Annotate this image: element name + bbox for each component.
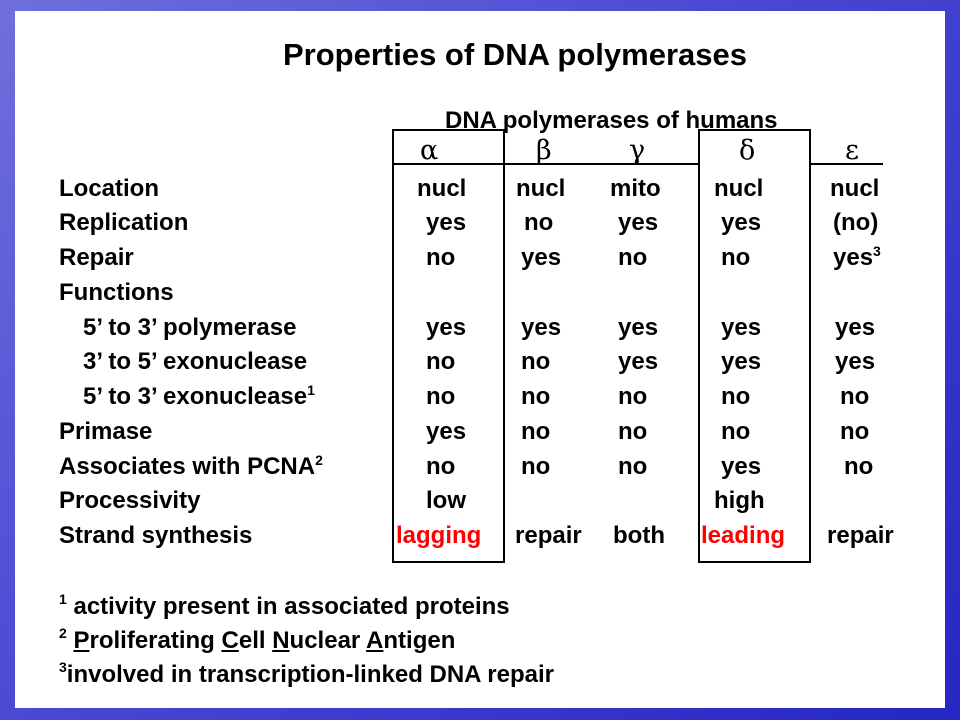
cell: no <box>618 383 648 410</box>
cell: no <box>721 383 751 410</box>
footnote-2: 2 Proliferating Cell Nuclear Antigen <box>59 625 456 655</box>
row-label-processivity: Processivity <box>59 487 201 514</box>
row-label-exonuclease-5to3: 5’ to 3’ exonuclease1 <box>83 382 315 410</box>
row-label-functions: Functions <box>59 279 174 306</box>
footnote-text: ntigen <box>383 627 456 654</box>
footnote-3: 3involved in transcription-linked DNA re… <box>59 659 554 689</box>
cell: yes <box>618 209 659 236</box>
cell: yes <box>618 314 659 341</box>
superscript: 2 <box>315 452 323 468</box>
row-label-primase: Primase <box>59 418 153 445</box>
cell-lagging: lagging <box>396 522 482 549</box>
cell: yes <box>426 209 467 236</box>
cell: no <box>721 418 751 445</box>
row-label-replication: Replication <box>59 209 189 236</box>
footnote-text: activity present in associated proteins <box>66 593 510 620</box>
header-rule-left <box>392 163 505 165</box>
footnote-mark: 2 <box>59 625 67 641</box>
cell: no <box>618 418 648 445</box>
cell: yes <box>721 314 762 341</box>
slide-title: Properties of DNA polymerases <box>282 37 747 72</box>
cell: no <box>426 453 456 480</box>
cell: nucl <box>830 175 880 202</box>
cell: no <box>426 348 456 375</box>
cell: yes <box>426 418 467 445</box>
footnote-text: uclear <box>289 627 367 654</box>
cell: yes <box>521 314 562 341</box>
footnote-underlined-letter: A <box>366 627 384 654</box>
alpha-column-box <box>392 129 505 563</box>
cell: nucl <box>714 175 764 202</box>
cell: yes <box>721 209 762 236</box>
column-header-delta: δ <box>739 135 756 166</box>
cell: no <box>618 244 648 271</box>
header-rule-mid <box>505 163 698 165</box>
row-label-strand-synthesis: Strand synthesis <box>59 522 253 549</box>
footnote-underlined-letter: P <box>73 627 90 654</box>
cell: no <box>524 209 554 236</box>
row-label-polymerase: 5’ to 3’ polymerase <box>83 314 297 341</box>
cell-leading: leading <box>701 522 786 549</box>
row-label-location: Location <box>59 175 159 202</box>
cell-text: yes <box>833 244 874 271</box>
row-label-text: Associates with PCNA <box>59 453 316 480</box>
cell: mito <box>610 175 661 202</box>
cell: no <box>618 453 648 480</box>
cell: yes <box>721 453 762 480</box>
cell: both <box>613 522 665 549</box>
footnote-underlined-letter: C <box>221 627 239 654</box>
footnote-underlined-letter: N <box>272 627 290 654</box>
cell: no <box>521 453 551 480</box>
cell: no <box>840 383 870 410</box>
footnote-1: 1 activity present in associated protein… <box>59 591 510 621</box>
superscript: 3 <box>873 243 881 259</box>
row-label-text: 5’ to 3’ exonuclease <box>83 383 308 410</box>
footnote-text: roliferating <box>89 627 222 654</box>
cell: repair <box>827 522 894 549</box>
cell: repair <box>515 522 582 549</box>
cell: yes <box>835 314 876 341</box>
column-header-beta: β <box>536 135 552 166</box>
cell: no <box>521 383 551 410</box>
cell: yes <box>426 314 467 341</box>
cell: nucl <box>417 175 467 202</box>
column-header-epsilon: ε <box>845 135 859 166</box>
cell: yes <box>835 348 876 375</box>
cell: no <box>840 418 870 445</box>
cell: (no) <box>833 209 879 236</box>
header-rule-right <box>811 163 883 165</box>
footnote-text: ell <box>238 627 273 654</box>
cell: nucl <box>516 175 566 202</box>
cell: no <box>426 383 456 410</box>
delta-column-box <box>698 129 811 563</box>
cell: no <box>721 244 751 271</box>
row-label-pcna: Associates with PCNA2 <box>59 452 323 480</box>
row-label-exonuclease-3to5: 3’ to 5’ exonuclease <box>83 348 308 375</box>
cell-repair-epsilon: yes3 <box>833 243 881 271</box>
row-label-repair: Repair <box>59 244 134 271</box>
cell: low <box>426 487 466 514</box>
footnote-text: involved in transcription-linked DNA rep… <box>66 661 554 688</box>
footnote-mark: 1 <box>59 591 67 607</box>
cell: no <box>521 348 551 375</box>
superscript: 1 <box>307 382 315 398</box>
cell: no <box>521 418 551 445</box>
column-header-gamma: γ <box>629 135 646 166</box>
cell: no <box>426 244 456 271</box>
column-header-alpha: α <box>420 135 439 166</box>
cell: yes <box>618 348 659 375</box>
cell: high <box>714 487 765 514</box>
slide: Properties of DNA polymerases DNA polyme… <box>15 11 945 708</box>
cell: yes <box>721 348 762 375</box>
cell: yes <box>521 244 562 271</box>
footnote-mark: 3 <box>59 659 67 675</box>
cell: no <box>844 453 874 480</box>
